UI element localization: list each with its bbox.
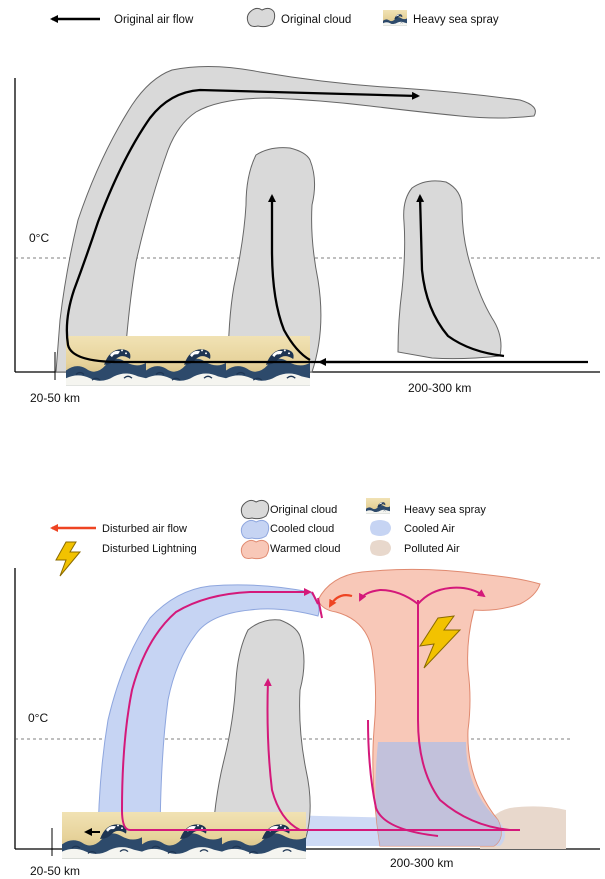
legend-disturbed-air-flow: Disturbed air flow xyxy=(102,523,187,535)
cooled-cloud-icon xyxy=(241,520,268,538)
legend-original-cloud-2: Original cloud xyxy=(270,504,337,516)
top-diagram: 0°C 20-50 km 200-300 km xyxy=(15,66,600,405)
legend-disturbed-lightning: Disturbed Lightning xyxy=(102,543,197,555)
wave-icon xyxy=(222,812,306,859)
cooled-air-icon xyxy=(370,520,391,536)
legend-heavy-sea-spray-2: Heavy sea spray xyxy=(404,504,486,516)
cloud-icon xyxy=(241,500,268,518)
polluted-air-icon xyxy=(370,540,391,556)
legend-original-cloud: Original cloud xyxy=(281,14,351,26)
scale-far-top: 200-300 km xyxy=(408,381,471,395)
lightning-icon xyxy=(56,542,80,576)
sea-spray-icon xyxy=(366,498,390,514)
original-cloud-right xyxy=(398,181,501,359)
legend-original-air-flow: Original air flow xyxy=(114,14,194,26)
warmed-cloud-icon xyxy=(241,540,268,558)
freezing-label-top: 0°C xyxy=(29,231,49,245)
scale-near-bottom: 20-50 km xyxy=(30,864,80,878)
wave-icon xyxy=(142,812,222,859)
legend-polluted-air: Polluted Air xyxy=(404,543,460,555)
sea-spray-band-bottom xyxy=(62,812,306,859)
bottom-diagram: 0°C 20- xyxy=(15,568,600,878)
scale-far-bottom: 200-300 km xyxy=(390,856,453,870)
freezing-label-bottom: 0°C xyxy=(28,711,48,725)
legend-cooled-air: Cooled Air xyxy=(404,523,455,535)
legend-heavy-sea-spray: Heavy sea spray xyxy=(413,14,499,26)
legend-warmed-cloud: Warmed cloud xyxy=(270,543,341,555)
cloud-icon xyxy=(247,8,274,26)
sea-spray-icon xyxy=(383,10,407,26)
scale-near-top: 20-50 km xyxy=(30,391,80,405)
wave-icon xyxy=(62,812,142,859)
top-legend: Original air flow Original cloud Heavy s… xyxy=(52,8,499,26)
bottom-legend: Original cloud Heavy sea spray Disturbed… xyxy=(52,498,486,576)
legend-cooled-cloud: Cooled cloud xyxy=(270,523,334,535)
